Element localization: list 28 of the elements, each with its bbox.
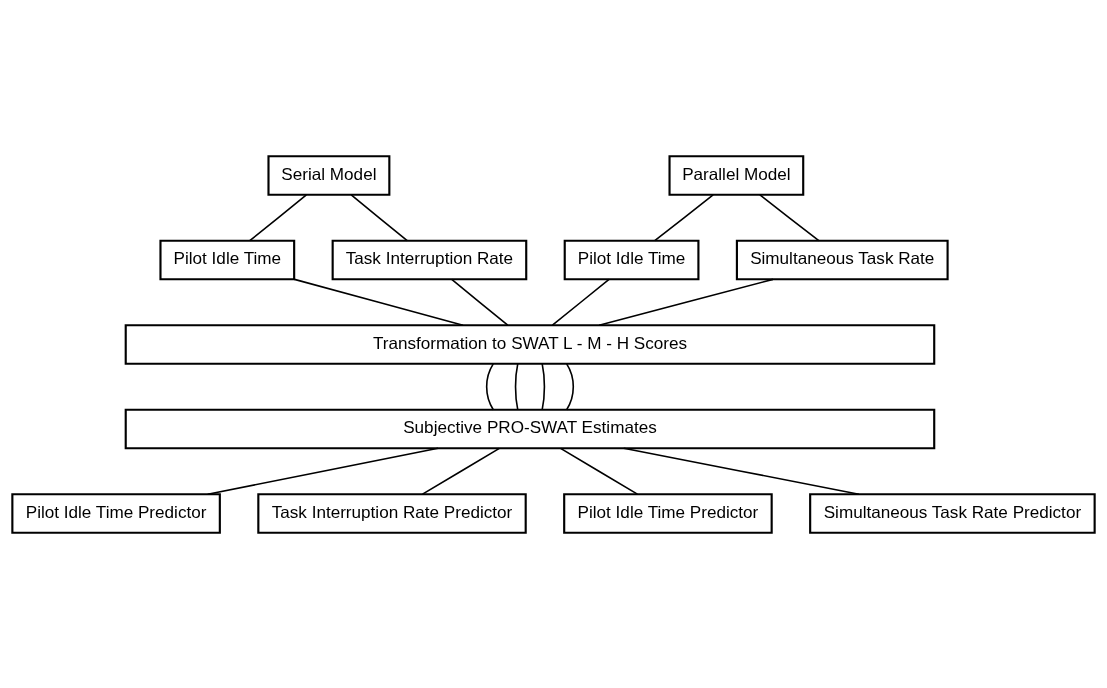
node-box: Simultaneous Task Rate Predictor: [809, 492, 1096, 534]
connector: [450, 278, 509, 326]
node-box: Serial Model: [267, 154, 391, 196]
connector: [598, 278, 774, 326]
node-box: Task Interruption Rate: [331, 239, 528, 280]
connector: [565, 362, 575, 410]
connector: [622, 447, 860, 495]
node-box: Pilot Idle Time Predictor: [563, 492, 773, 534]
node-box: Task Interruption Rate Predictor: [257, 492, 527, 534]
connector: [551, 278, 610, 326]
connector: [653, 193, 714, 241]
node-box: Pilot Idle Time: [563, 239, 700, 280]
node-box: Pilot Idle Time Predictor: [11, 492, 221, 534]
node-box: Simultaneous Task Rate: [735, 239, 949, 280]
connector: [541, 362, 546, 410]
connector: [485, 362, 495, 410]
connector: [759, 193, 820, 241]
node-box: Subjective PRO-SWAT Estimates: [124, 408, 936, 449]
connector: [559, 447, 639, 495]
connector: [514, 362, 519, 410]
connector: [249, 193, 308, 241]
node-box: Transformation to SWAT L - M - H Scores: [124, 323, 936, 365]
connector: [421, 447, 501, 495]
connector: [293, 278, 464, 326]
node-box: Pilot Idle Time: [159, 239, 296, 280]
node-box: Parallel Model: [668, 154, 805, 196]
connector: [350, 193, 408, 241]
connector: [206, 447, 439, 495]
